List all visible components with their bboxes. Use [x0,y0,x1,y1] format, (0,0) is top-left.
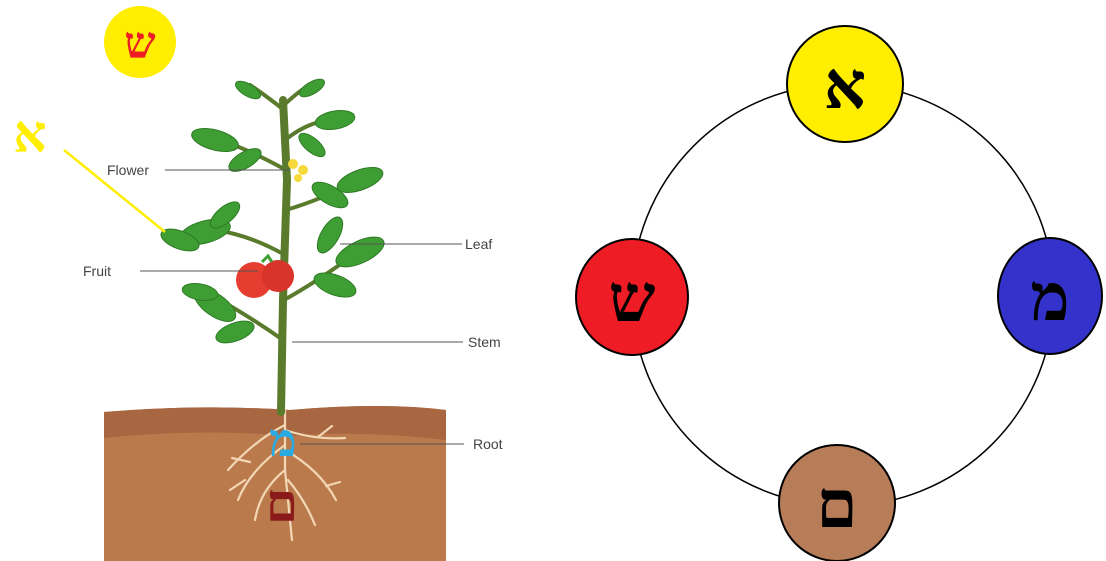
mem-letter-root: מ [269,413,296,467]
cycle-node-bottom: ם [779,445,895,561]
cycle-node-left: ש [576,239,688,355]
plant-illustration: Flower Fruit Leaf Stem Root ש א מ ם [13,6,502,561]
alef-letter-left: א [13,104,46,165]
cycle-letter-right: מ [1030,258,1069,336]
cycle-node-right: מ [998,238,1102,354]
flowers [288,159,308,182]
cycle-letter-bottom: ם [816,465,857,543]
mem-sofit-letter-soil: ם [266,473,298,534]
label-stem: Stem [468,334,501,350]
cycle-node-top: א [787,26,903,142]
label-root: Root [473,436,503,452]
cycle-diagram: א מ ם ש [576,26,1102,561]
label-flower: Flower [107,162,149,178]
cycle-letter-left: ש [609,259,656,337]
cycle-letter-top: א [824,46,866,124]
label-leaders [140,170,464,444]
shin-letter-top: ש [124,18,155,69]
cycle-ring [632,84,1054,506]
label-fruit: Fruit [83,263,111,279]
shin-badge: ש [104,6,176,78]
leaves [158,76,388,347]
label-leaf: Leaf [465,236,492,252]
